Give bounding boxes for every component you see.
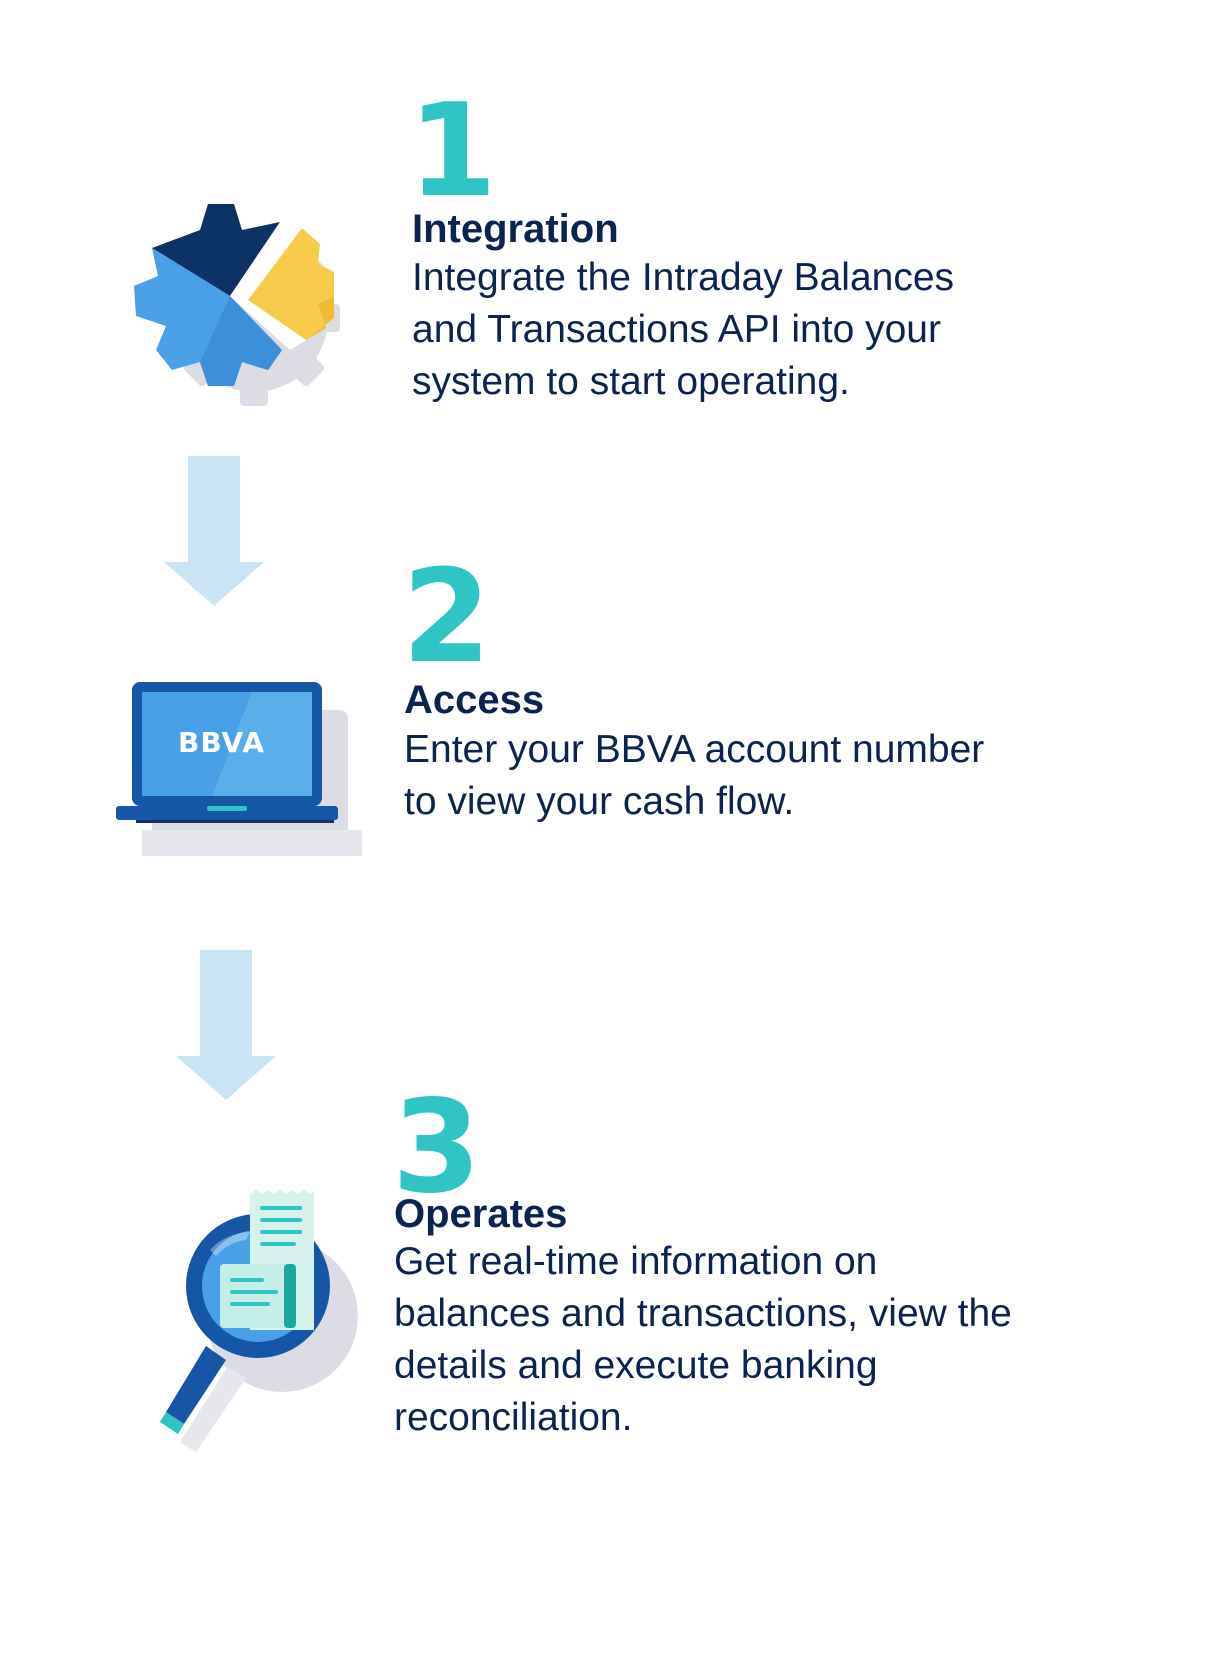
magnifier-receipt-icon xyxy=(150,1190,370,1460)
description-line: Get real-time information on xyxy=(394,1240,878,1283)
step-description: Integrate the Intraday Balances and Tran… xyxy=(412,252,954,408)
screen-brand-logo: BBVA xyxy=(178,726,265,759)
step-1: 1 Integration Integrate the Intraday Bal… xyxy=(0,0,1218,440)
description-line: and Transactions API into your xyxy=(412,308,941,351)
step-number: 3 xyxy=(392,1073,482,1222)
step-number: 2 xyxy=(402,543,492,692)
arrow-down-icon xyxy=(176,950,276,1102)
step-title: Operates xyxy=(394,1192,568,1236)
step-number: 1 xyxy=(408,77,498,226)
step-2: BBVA 2 Access Enter your BBVA account nu… xyxy=(0,540,1218,900)
step-description: Get real-time information on balances an… xyxy=(394,1236,1012,1444)
description-line: to view your cash flow. xyxy=(404,780,795,823)
description-line: Integrate the Intraday Balances xyxy=(412,256,955,299)
step-description: Enter your BBVA account number to view y… xyxy=(404,724,984,828)
gear-icon xyxy=(130,200,380,430)
description-line: system to start operating. xyxy=(412,360,850,403)
step-title: Access xyxy=(404,678,545,722)
description-line: reconciliation. xyxy=(394,1396,633,1439)
description-line: details and execute banking xyxy=(394,1344,878,1387)
description-line: balances and transactions, view the xyxy=(394,1292,1012,1335)
step-3: 3 Operates Get real-time information on … xyxy=(0,1070,1218,1510)
arrow-down-icon xyxy=(164,456,264,608)
laptop-icon: BBVA xyxy=(112,680,362,856)
step-title: Integration xyxy=(412,207,619,251)
description-line: Enter your BBVA account number xyxy=(404,728,985,771)
